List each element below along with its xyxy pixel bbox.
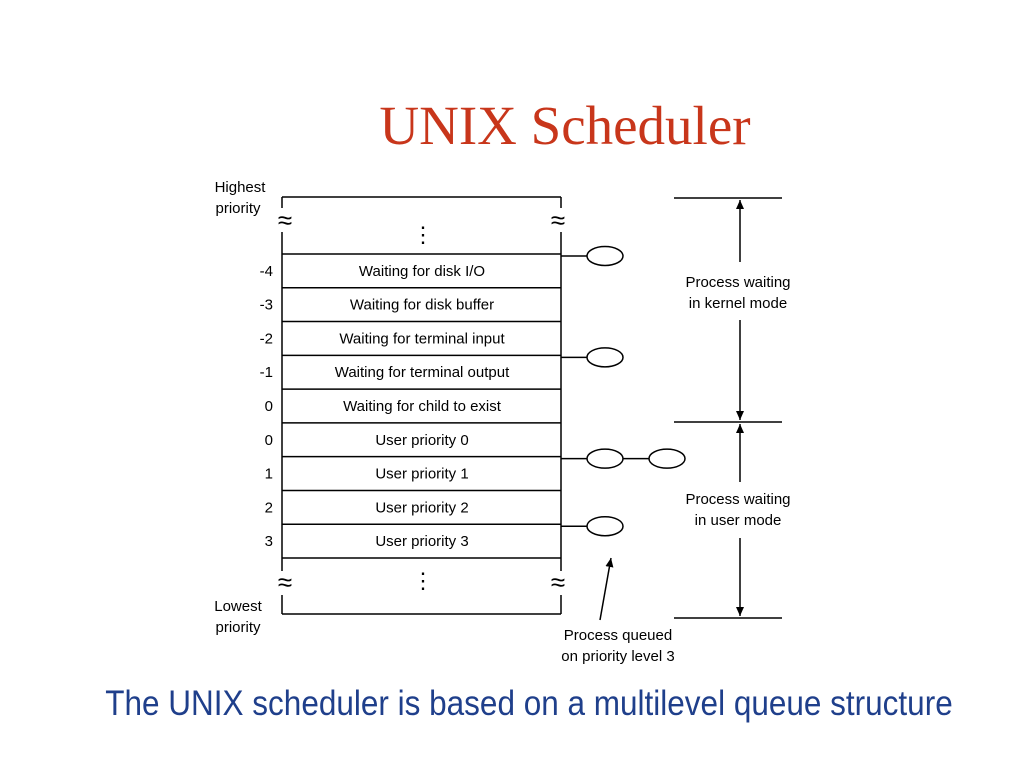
- break-mark-bottom-right: ≈: [551, 567, 565, 597]
- priority-value: 3: [265, 533, 273, 550]
- queue-row: 1 User priority 1: [265, 448, 686, 492]
- queued-process: [586, 448, 624, 469]
- priority-value: 1: [265, 466, 273, 483]
- queue-row: -3 Waiting for disk buffer: [260, 297, 561, 323]
- priority-value: -1: [260, 364, 273, 381]
- queue-row: 3 User priority 3: [265, 515, 624, 550]
- queue-rows: -4 Waiting for disk I/O -3 Waiting for disk…: [260, 245, 686, 550]
- ellipsis-top: ⋮: [412, 222, 434, 247]
- queue-row: 0 User priority 0: [265, 432, 561, 458]
- user-mode-label-line2: in user mode: [695, 512, 782, 529]
- highest-priority-label-line1: Highest: [215, 179, 267, 196]
- queue-row: -1 Waiting for terminal output: [260, 347, 624, 390]
- queue-row: 2 User priority 2: [265, 499, 561, 525]
- mode-brackets: [599, 197, 782, 621]
- lowest-priority-label-line1: Lowest: [214, 598, 262, 615]
- slide-caption: The UNIX scheduler is based on a multile…: [105, 684, 953, 723]
- ellipsis-bottom: ⋮: [412, 568, 434, 593]
- queue-label: User priority 2: [375, 499, 468, 516]
- queued-process: [586, 347, 624, 368]
- break-mark-bottom-left: ≈: [278, 567, 292, 597]
- queue-label: User priority 0: [375, 432, 468, 449]
- queue-label: User priority 3: [375, 533, 468, 550]
- queue-label: Waiting for child to exist: [343, 398, 502, 415]
- queued-process: [648, 448, 686, 469]
- user-mode-label-line1: Process waiting: [685, 491, 790, 508]
- queue-label: Waiting for disk buffer: [350, 297, 494, 314]
- lowest-priority-label-line2: priority: [215, 619, 261, 636]
- callout-arrow: [599, 557, 614, 621]
- priority-value: 0: [265, 432, 273, 449]
- queued-process: [586, 515, 624, 537]
- break-mark-top-left: ≈: [278, 205, 292, 235]
- priority-value: -2: [260, 330, 273, 347]
- queue-label: Waiting for terminal input: [339, 330, 505, 347]
- highest-priority-label-line2: priority: [215, 200, 261, 217]
- callout-label-line2: on priority level 3: [561, 648, 674, 665]
- priority-value: 0: [265, 398, 273, 415]
- queue-label: User priority 1: [375, 466, 468, 483]
- queued-process: [586, 245, 624, 267]
- kernel-mode-label-line2: in kernel mode: [689, 295, 787, 312]
- break-mark-top-right: ≈: [551, 205, 565, 235]
- queue-label: Waiting for disk I/O: [359, 263, 485, 280]
- queue-label: Waiting for terminal output: [335, 364, 510, 381]
- queue-row: 0 Waiting for child to exist: [265, 398, 561, 424]
- priority-value: 2: [265, 499, 273, 516]
- kernel-mode-label-line1: Process waiting: [685, 274, 790, 291]
- callout-label-line1: Process queued: [564, 627, 672, 644]
- slide-title: UNIX Scheduler: [379, 95, 751, 156]
- queue-row: -2 Waiting for terminal input: [260, 330, 561, 357]
- priority-value: -3: [260, 297, 273, 314]
- priority-value: -4: [260, 263, 273, 280]
- queue-row: -4 Waiting for disk I/O: [260, 245, 624, 289]
